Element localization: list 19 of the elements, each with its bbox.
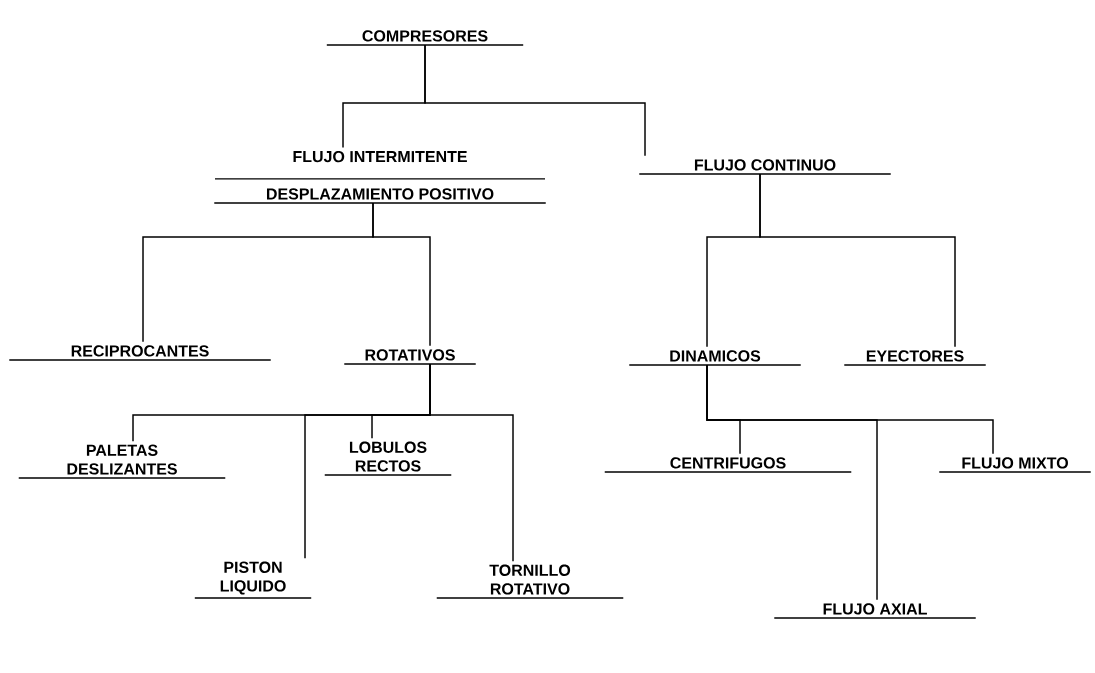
underlined-label: RECIPROCANTES (8, 345, 272, 361)
tree-connector (706, 364, 994, 455)
underlined-label: FLUJO MIXTO (938, 457, 1092, 473)
tree-connector (424, 44, 646, 157)
underlined-label: TORNILLO ROTATIVO (436, 564, 624, 599)
underlined-label: LOBULOS RECTOS (324, 441, 452, 476)
underlined-label: EYECTORES (843, 350, 987, 366)
underlined-label: ROTATIVOS (343, 349, 477, 365)
underlined-label: PISTON LIQUIDO (194, 561, 312, 599)
tree-connector (429, 363, 514, 562)
underlined-label: FLUJO AXIAL (773, 603, 977, 619)
tree-connector (759, 173, 956, 348)
underlined-label: COMPRESORES (326, 30, 524, 46)
tree-connector (372, 202, 431, 347)
underlined-label: PALETAS DESLIZANTES (18, 444, 226, 479)
underlined-label: CENTRIFUGOS (604, 457, 852, 473)
underlined-label: FLUJO CONTINUO (638, 159, 892, 175)
underlined-label: FLUJO INTERMITENTE DESPLAZAMIENTO POSITIVO (213, 150, 547, 204)
underlined-label: DINAMICOS (628, 350, 802, 366)
